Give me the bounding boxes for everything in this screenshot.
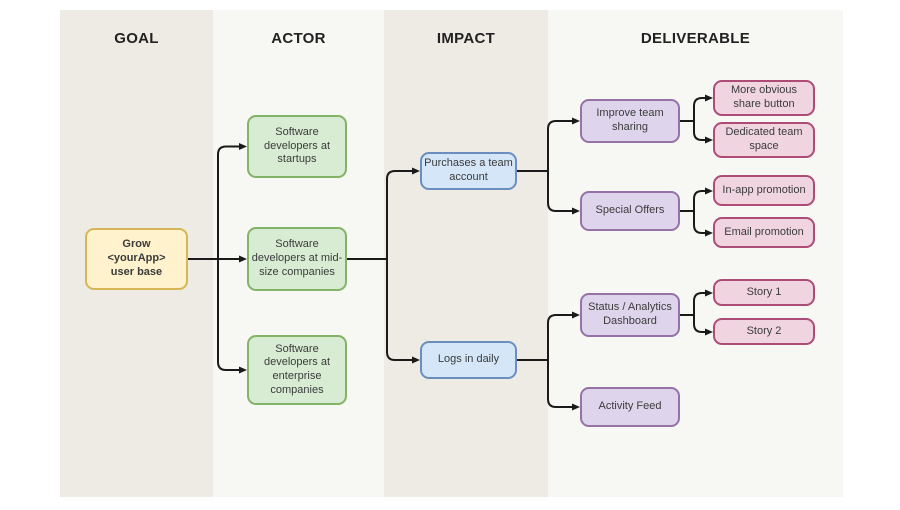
node-deliverable-activity-feed[interactable]: Activity Feed bbox=[580, 387, 680, 427]
column-header-actor: ACTOR bbox=[271, 30, 326, 47]
node-impact-purchases-team-account[interactable]: Purchases a team account bbox=[420, 152, 517, 190]
column-impact: IMPACT bbox=[384, 10, 548, 497]
node-deliverable-improve-team-sharing[interactable]: Improve team sharing bbox=[580, 99, 680, 143]
node-story-more-obvious-share-button[interactable]: More obvious share button bbox=[713, 80, 815, 116]
node-deliverable-status-analytics-dashboard[interactable]: Status / Analytics Dashboard bbox=[580, 293, 680, 337]
node-impact-logs-in-daily[interactable]: Logs in daily bbox=[420, 341, 517, 379]
column-header-goal: GOAL bbox=[114, 30, 159, 47]
node-story-in-app-promotion[interactable]: In-app promotion bbox=[713, 175, 815, 206]
node-story-2[interactable]: Story 2 bbox=[713, 318, 815, 345]
node-story-email-promotion[interactable]: Email promotion bbox=[713, 217, 815, 248]
node-story-1[interactable]: Story 1 bbox=[713, 279, 815, 306]
column-header-deliverable: DELIVERABLE bbox=[640, 30, 751, 47]
node-story-dedicated-team-space[interactable]: Dedicated team space bbox=[713, 122, 815, 158]
node-goal[interactable]: Grow <yourApp> user base bbox=[85, 228, 188, 290]
node-deliverable-special-offers[interactable]: Special Offers bbox=[580, 191, 680, 231]
node-actor-midsize[interactable]: Software developers at mid- size compani… bbox=[247, 227, 347, 291]
column-header-impact: IMPACT bbox=[436, 30, 496, 47]
node-actor-enterprise[interactable]: Software developers at enterprise compan… bbox=[247, 335, 347, 405]
node-actor-startups[interactable]: Software developers at startups bbox=[247, 115, 347, 178]
